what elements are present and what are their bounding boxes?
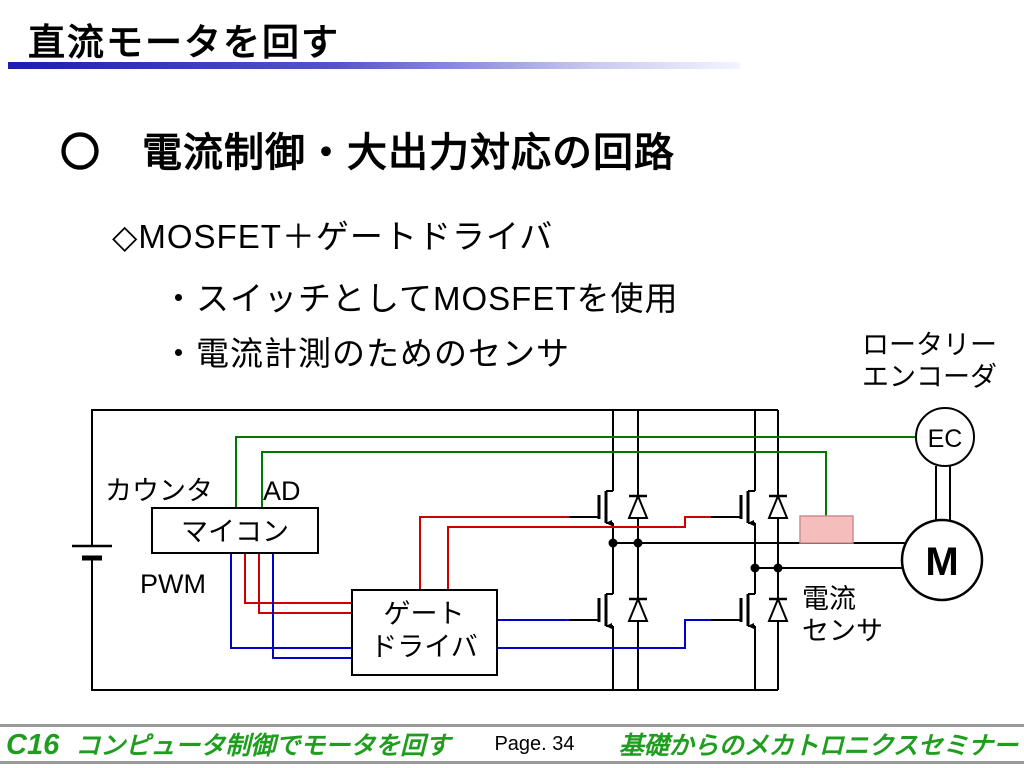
wire-pwm-high-input-2 [258, 553, 352, 614]
current-sensor-label-line1: 電流 [802, 584, 856, 614]
mosfet-upper-left-icon [569, 490, 613, 526]
wire-pwm-low-input-2 [272, 553, 352, 659]
wire-gate-low-right [497, 619, 711, 649]
wire-current-feedback [261, 451, 827, 516]
bullet-item: ・スイッチとしてMOSFETを使用 [162, 280, 679, 317]
footer-seminar-title: 基礎からのメカトロニクスセミナー [618, 732, 1018, 760]
mosfet-upper-right-icon [711, 490, 755, 526]
encoder-circle [915, 407, 975, 467]
sub-heading: ◇MOSFET＋ゲートドライバ [112, 218, 554, 255]
encoder-shaft [935, 466, 951, 521]
pwm-label: PWM [140, 569, 206, 599]
rotary-encoder-label-line2: エンコーダ [862, 362, 997, 392]
rotary-encoder-label-line1: ロータリー [862, 330, 997, 360]
wire-pwm-low-input-1 [230, 553, 352, 649]
bullet-item: ・電流計測のためのセンサ [162, 335, 570, 372]
power-loop [91, 409, 778, 691]
diode-upper-right-icon [767, 493, 789, 519]
motor-label: M [925, 540, 958, 584]
current-sensor-box [799, 515, 854, 544]
gate-driver-box [351, 589, 498, 676]
diode-lower-right-icon [767, 596, 789, 622]
wire-encoder-feedback [235, 436, 916, 508]
ad-label: AD [263, 476, 301, 506]
junction-dot [750, 563, 760, 573]
main-heading: 〇 電流制御・大出力対応の回路 [60, 131, 675, 175]
gate-driver-label-line2: ドライバ [370, 632, 477, 662]
counter-label: カウンタ [105, 476, 213, 506]
footer-course-title: コンピュータ制御でモータを回す [75, 732, 451, 760]
junction-dot [633, 538, 643, 548]
wire-gate-high-right [447, 516, 711, 590]
wire-gate-high-left [419, 516, 569, 590]
junction-dot [773, 563, 783, 573]
diode-lower-left-icon [627, 596, 649, 622]
diode-upper-left-icon [627, 493, 649, 519]
footer-left-group: C16 コンピュータ制御でモータを回す [6, 726, 450, 762]
footer-divider-top [0, 724, 1024, 727]
wire-pwm-high-input-1 [244, 553, 352, 604]
current-sensor-label-line2: センサ [802, 616, 883, 646]
battery-icon [72, 544, 112, 561]
title-underline [8, 62, 740, 69]
footer-divider-bottom [0, 761, 1024, 764]
motor-circle [900, 518, 984, 602]
footer: C16 コンピュータ制御でモータを回す Page. 34 基礎からのメカトロニク… [0, 727, 1024, 761]
page-number: Page. 34 [494, 732, 575, 755]
gate-driver-label-line1: ゲート [384, 599, 465, 629]
footer-course-code: C16 [6, 729, 60, 761]
page-title: 直流モータを回す [28, 22, 340, 63]
microcontroller-box [151, 507, 319, 554]
encoder-label: EC [928, 425, 963, 453]
microcontroller-label: マイコン [181, 517, 289, 547]
mosfet-lower-right-icon [711, 593, 755, 629]
mosfet-lower-left-icon [569, 593, 613, 629]
junction-dot [608, 538, 618, 548]
